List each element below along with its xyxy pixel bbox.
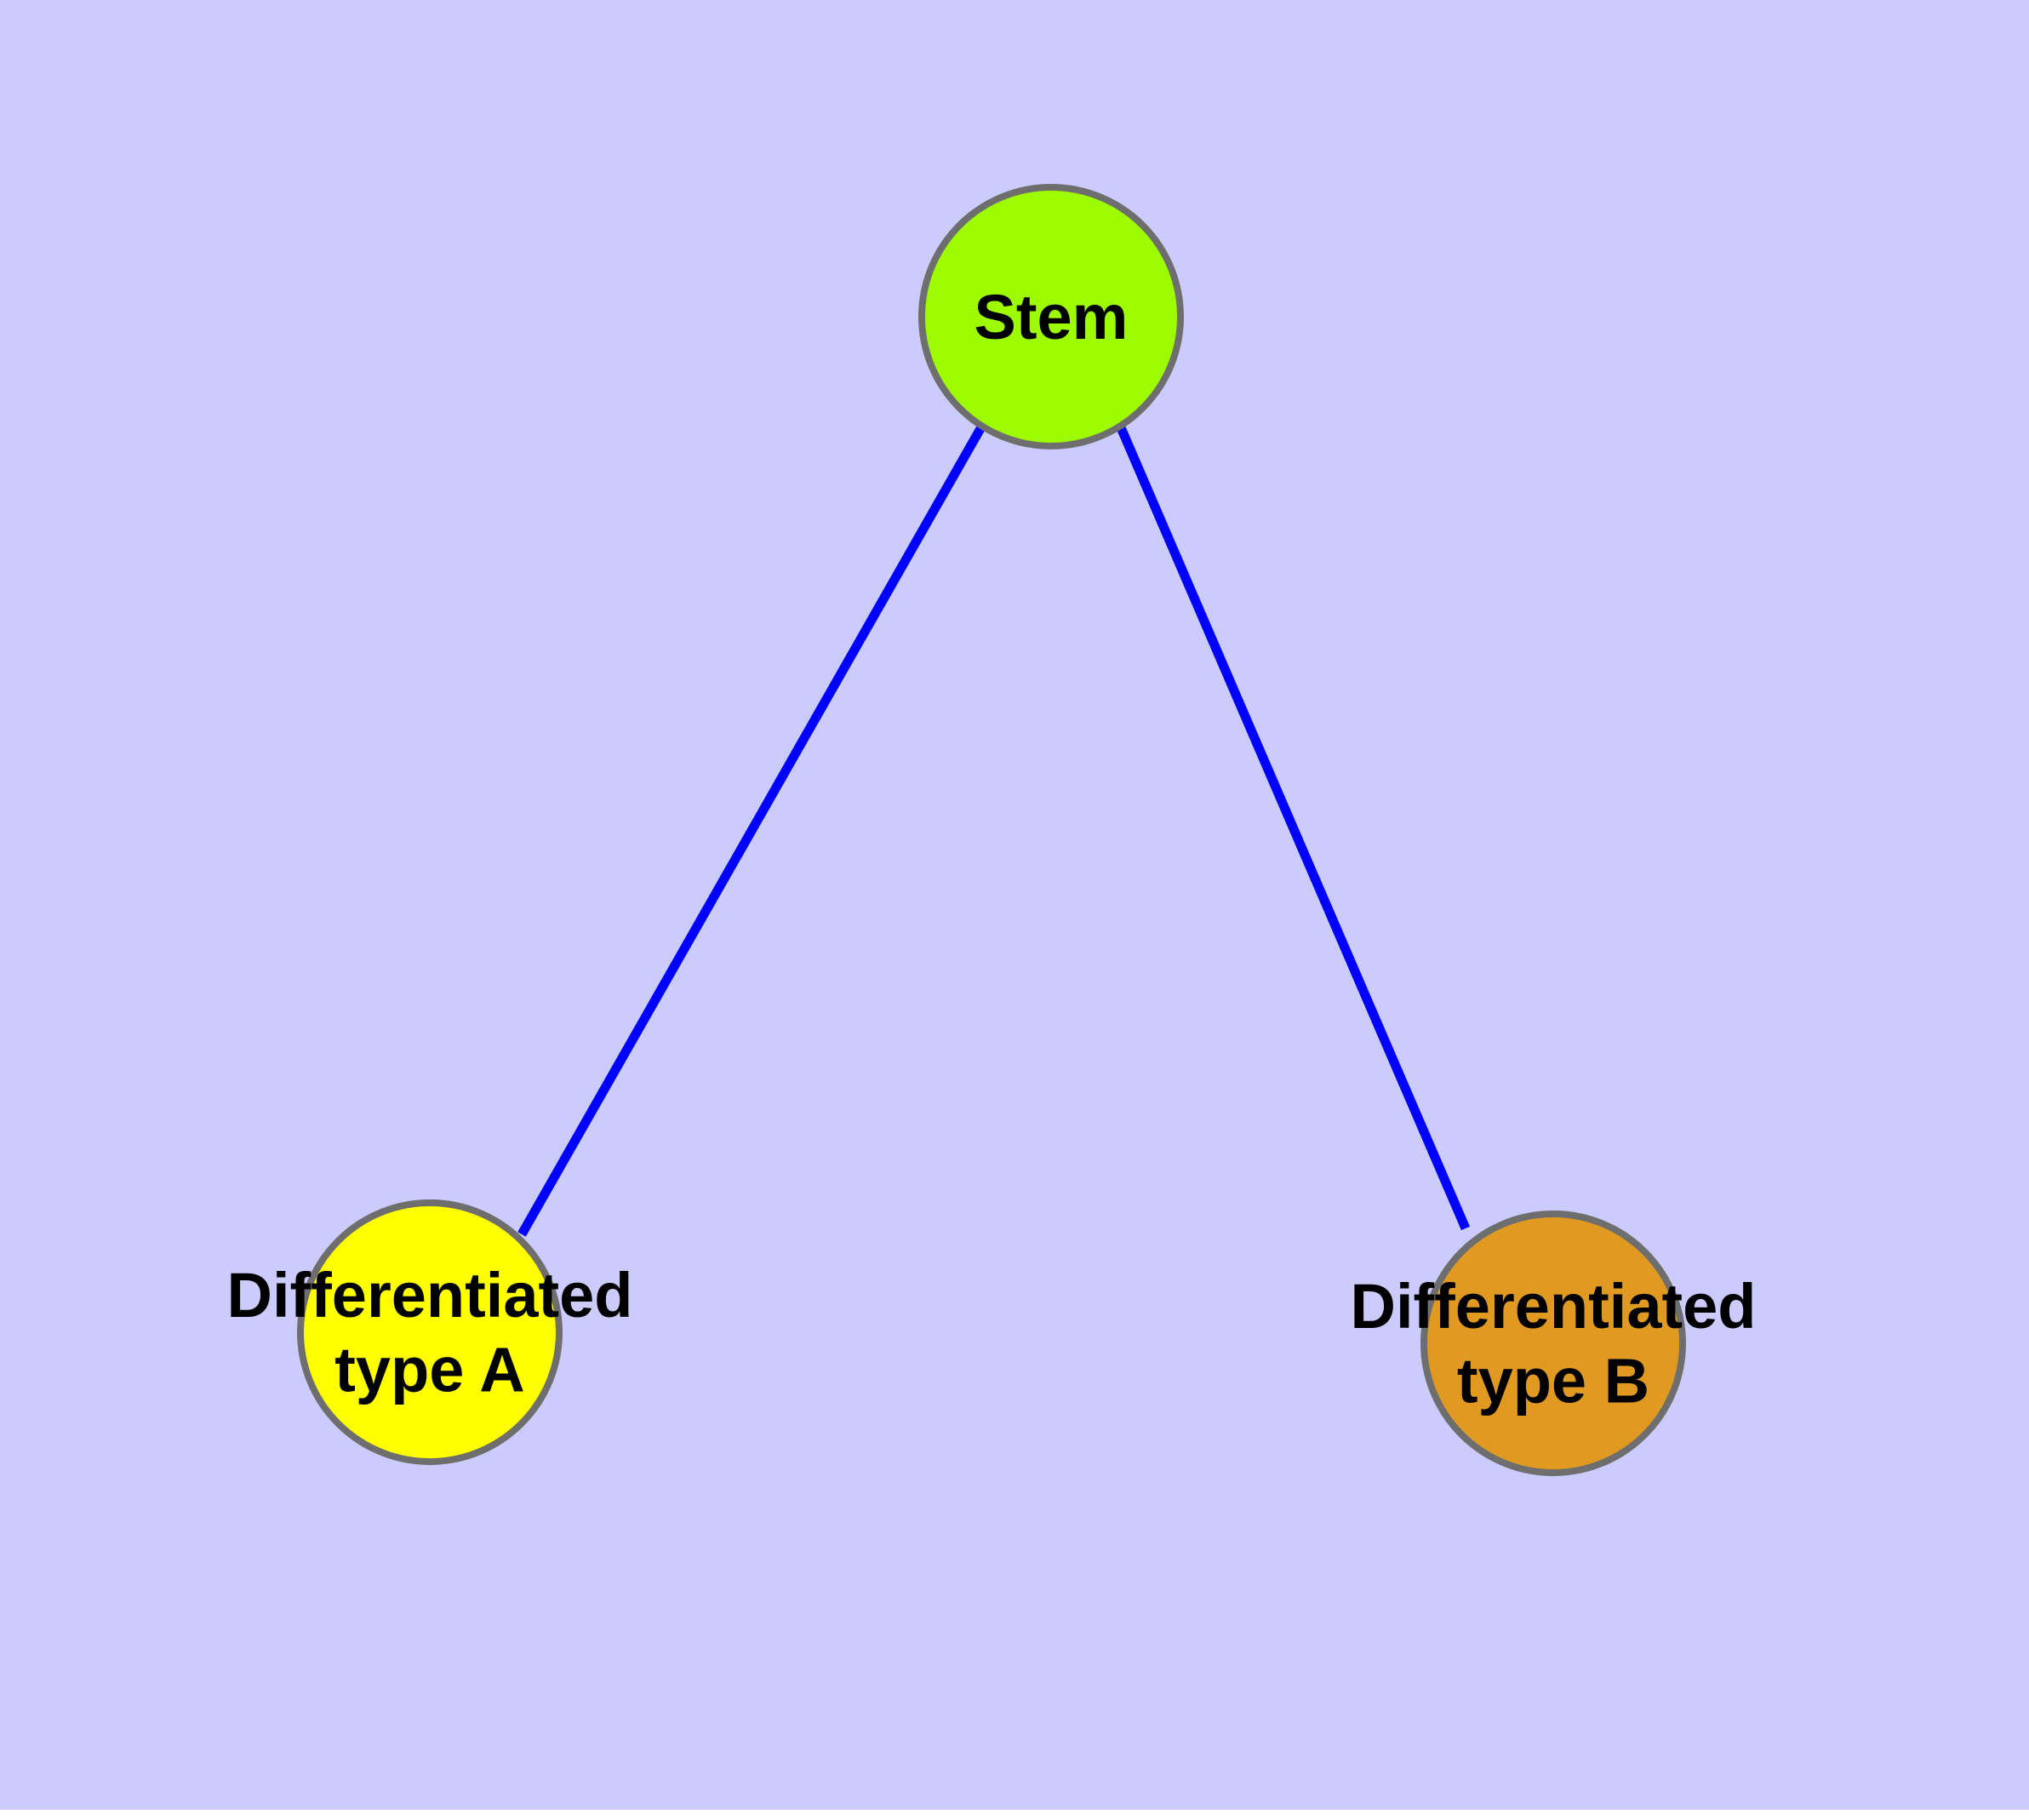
- node-label-line: type B: [1457, 1346, 1649, 1417]
- graph-node-diff_a[interactable]: [297, 1199, 563, 1465]
- nodes-layer: [297, 184, 1686, 1476]
- graph-edge-stem-diff_b[interactable]: [1115, 423, 1471, 1231]
- graph-node-stem[interactable]: [918, 184, 1184, 449]
- graph-node-diff_b[interactable]: [1420, 1210, 1686, 1476]
- edges-layer: [517, 423, 1471, 1237]
- node-label-line: Differentiated: [227, 1260, 633, 1331]
- graph-edge-stem-diff_a[interactable]: [517, 423, 986, 1237]
- node-label-line: Differentiated: [1351, 1271, 1757, 1342]
- node-label-line: Stem: [974, 282, 1129, 352]
- graph-node-label-stem: Stem: [974, 282, 1129, 352]
- node-label-line: type A: [334, 1335, 524, 1405]
